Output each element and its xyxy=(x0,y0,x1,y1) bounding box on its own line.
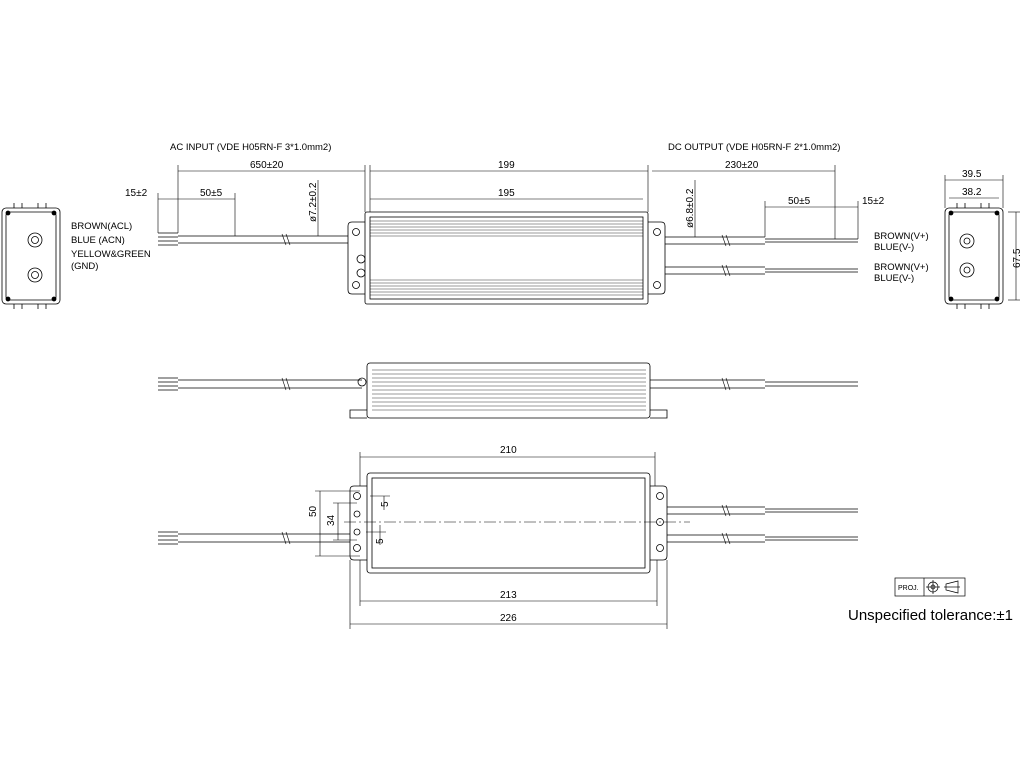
dim-body-length-outer: 199 xyxy=(498,160,515,171)
projection-symbol xyxy=(894,577,966,597)
dc-cables-top xyxy=(665,234,858,277)
bottom-dimension-lines xyxy=(315,452,668,629)
dc-upper-wire-blue: BLUE(V-) xyxy=(874,242,914,253)
ac-input-title: AC INPUT (VDE H05RN-F 3*1.0mm2) xyxy=(170,142,331,153)
top-dimension-lines xyxy=(157,165,1020,301)
ac-wire-label-gnd: (GND) xyxy=(71,261,98,272)
dim-dc-cable-length: 230±20 xyxy=(725,160,759,171)
ac-wire-label-yellow-green: YELLOW&GREEN xyxy=(71,249,151,260)
dim-slot-b: 5 xyxy=(375,538,386,544)
dim-bottom-length-top: 210 xyxy=(500,445,517,456)
dim-dc-strip-long: 50±5 xyxy=(788,196,811,207)
dim-bottom-length-mid: 213 xyxy=(500,590,517,601)
dim-end-width-inner: 38.2 xyxy=(962,187,982,198)
dim-bottom-length-total: 226 xyxy=(500,613,517,624)
top-view-body xyxy=(347,211,666,305)
dc-upper-wire-brown: BROWN(V+) xyxy=(874,231,929,242)
ac-wire-label-brown: BROWN(ACL) xyxy=(71,221,132,232)
bottom-view xyxy=(158,472,858,574)
dc-output-title: DC OUTPUT (VDE H05RN-F 2*1.0mm2) xyxy=(668,142,840,153)
dim-end-height: 67.5 xyxy=(1012,248,1023,268)
tolerance-note: Unspecified tolerance:±1 xyxy=(848,607,1013,624)
dim-dc-cable-diameter: ø6.8±0.2 xyxy=(685,188,696,228)
right-end-view xyxy=(944,203,1004,309)
left-end-view xyxy=(1,203,61,309)
dim-body-length-inner: 195 xyxy=(498,188,515,199)
dc-lower-wire-blue: BLUE(V-) xyxy=(874,273,914,284)
dim-mount-height-inner: 34 xyxy=(326,514,337,526)
dim-ac-cable-length: 650±20 xyxy=(250,160,284,171)
proj-label: PROJ. xyxy=(898,585,919,592)
dim-ac-cable-diameter: ø7.2±0.2 xyxy=(308,182,319,222)
dim-dc-strip-short: 15±2 xyxy=(862,196,885,207)
ac-wire-label-blue: BLUE (ACN) xyxy=(71,235,125,246)
side-view xyxy=(158,362,858,419)
dc-lower-wire-brown: BROWN(V+) xyxy=(874,262,929,273)
dim-ac-strip-long: 50±5 xyxy=(200,188,223,199)
dim-ac-strip-short: 15±2 xyxy=(125,188,148,199)
dim-end-width-outer: 39.5 xyxy=(962,169,982,180)
dim-mount-height-outer: 50 xyxy=(308,505,319,517)
dim-slot-a: 5 xyxy=(380,501,391,507)
ac-cable-top xyxy=(158,232,348,246)
